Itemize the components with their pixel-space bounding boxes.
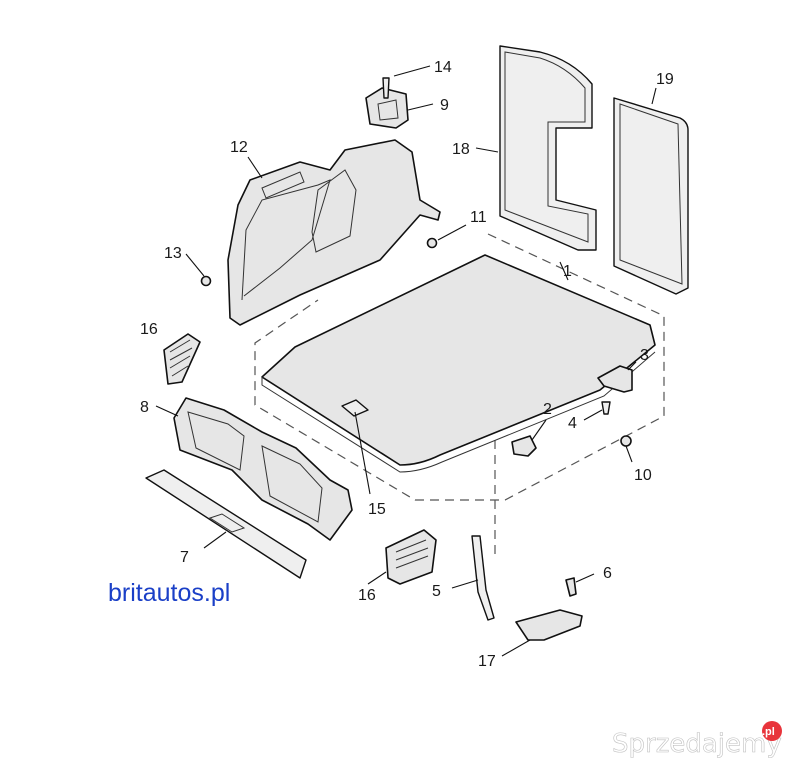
part-5-gas-strut [471,535,495,621]
part-12-pocket [311,169,357,253]
part-4-screw [601,401,611,415]
callout-5: 5 [432,583,441,600]
part-3-hinge [597,365,633,393]
callout-16-lower: 16 [358,587,376,604]
part-12-recess [241,179,331,301]
part-7-sill-plate [145,469,307,579]
watermark-text: Sprzedajemy [612,729,782,759]
callout-8: 8 [140,399,149,416]
watermark: Sprzedajemy .pl [612,721,782,759]
part-8-rear-trim [173,397,353,541]
callout-1: 1 [563,263,572,280]
callout-11: 11 [470,209,487,226]
part-16-lower-grille [385,529,437,585]
part-8-inner-left [187,411,245,471]
watermark-badge-icon [762,721,782,741]
part-14-screw [382,77,390,99]
part-19-panel [613,97,689,295]
callout-14: 14 [434,59,452,76]
part-18-inner-edge [504,51,589,243]
part-1-front-edge [261,351,656,473]
part-9-bracket-detail [377,99,399,121]
callout-15: 15 [368,501,386,518]
part-11-screw [426,237,438,249]
callout-18: 18 [452,141,470,158]
part-8-inner-right [261,445,323,523]
part-19-inner-edge [619,103,683,285]
part-12-side-trim [227,139,441,326]
part-16-upper-grille [163,333,201,385]
callout-13: 13 [164,245,182,262]
part-2-hinge [511,435,537,457]
leader-lines [155,65,657,657]
part-17-bracket [515,609,583,641]
callout-16-upper: 16 [140,321,158,338]
callout-7: 7 [180,549,189,566]
part-6-bolt [565,577,577,597]
callout-6: 6 [603,565,612,582]
part-15-handle [341,399,369,417]
callout-2: 2 [543,401,552,418]
part-12-vent [261,171,305,199]
callout-19: 19 [656,71,674,88]
part-16-lower-slats [395,539,429,569]
part-7-slot [208,513,246,533]
watermark-badge-text: .pl [762,726,775,738]
callout-4: 4 [568,415,577,432]
callout-10: 10 [634,467,652,484]
callout-17: 17 [478,653,496,670]
floor-outline-dashed [254,233,665,501]
callout-3: 3 [640,347,649,364]
website-label: britautos.pl [108,579,230,607]
callout-9: 9 [440,97,449,114]
part-16-upper-slats [169,339,193,377]
callout-12: 12 [230,139,248,156]
part-13-screw [200,275,212,287]
part-10-screw [620,435,632,447]
